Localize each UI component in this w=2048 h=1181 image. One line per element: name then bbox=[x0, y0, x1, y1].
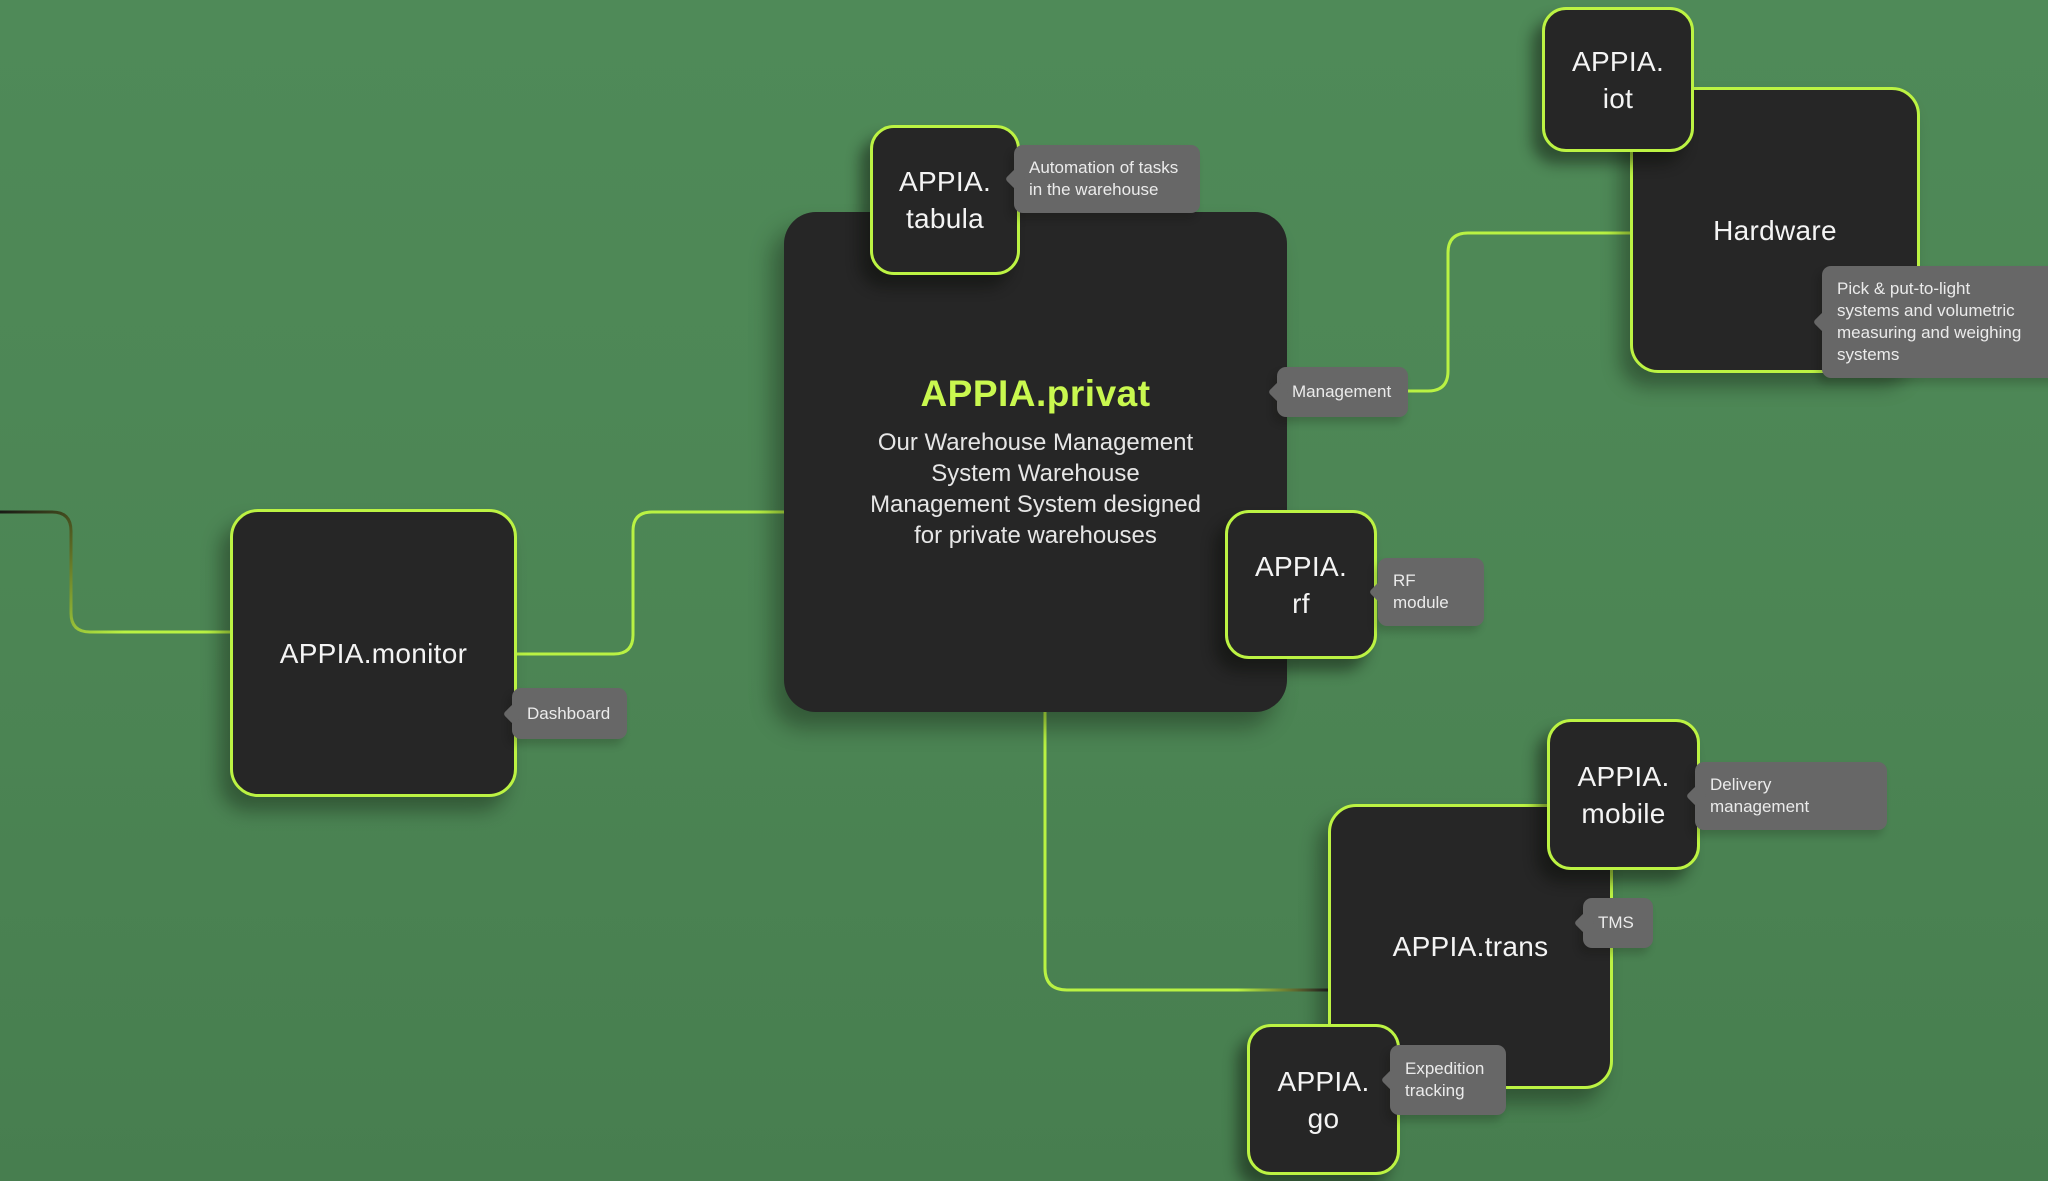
tag-text: Management bbox=[1292, 382, 1392, 401]
connector-monitor-to-privat bbox=[516, 510, 786, 656]
connector-privat-to-hardware bbox=[1287, 231, 1632, 393]
tag-text: Dashboard bbox=[527, 703, 611, 723]
tag-text: TMS bbox=[1598, 913, 1634, 932]
tag-delivery-management[interactable]: Delivery management bbox=[1685, 762, 1887, 830]
node-label: APPIA. iot bbox=[1571, 45, 1665, 114]
tag-text: RF module bbox=[1393, 571, 1449, 612]
tag-text: Automation of tasks in the warehouse bbox=[1029, 158, 1179, 199]
node-label: Hardware bbox=[1713, 214, 1837, 246]
node-appia-iot[interactable]: APPIA. iot bbox=[1542, 7, 1694, 152]
node-appia-monitor[interactable]: APPIA.monitor bbox=[230, 509, 517, 797]
central-node-description: Our Warehouse Management System Warehous… bbox=[870, 429, 1201, 549]
node-appia-go[interactable]: APPIA. go bbox=[1247, 1024, 1400, 1175]
tag-tms[interactable]: TMS bbox=[1573, 898, 1653, 948]
node-label: APPIA. rf bbox=[1254, 550, 1348, 619]
tag-rf-module[interactable]: RF module bbox=[1368, 558, 1484, 626]
node-appia-privat[interactable]: APPIA.privat Our Warehouse Management Sy… bbox=[784, 212, 1287, 712]
tag-text: Expedition tracking bbox=[1405, 1059, 1485, 1100]
node-label: APPIA. tabula bbox=[898, 166, 992, 234]
node-appia-rf[interactable]: APPIA. rf bbox=[1225, 510, 1377, 659]
tag-text: Pick & put-to-light systems and volumetr… bbox=[1837, 279, 2022, 364]
tag-management[interactable]: Management bbox=[1267, 367, 1408, 417]
tag-dashboard[interactable]: Dashboard bbox=[502, 688, 627, 739]
tag-expedition-tracking[interactable]: Expedition tracking bbox=[1380, 1045, 1506, 1115]
tag-pick-put-to-light[interactable]: Pick & put-to-light systems and volumetr… bbox=[1812, 266, 2048, 378]
node-label: APPIA.monitor bbox=[279, 637, 468, 669]
tag-automation-of-tasks[interactable]: Automation of tasks in the warehouse bbox=[1004, 145, 1200, 213]
node-label: APPIA. go bbox=[1277, 1065, 1370, 1134]
node-appia-tabula[interactable]: APPIA. tabula bbox=[870, 125, 1020, 275]
central-node-title: APPIA.privat bbox=[920, 373, 1151, 414]
node-label: APPIA. mobile bbox=[1577, 760, 1670, 829]
node-appia-mobile[interactable]: APPIA. mobile bbox=[1547, 719, 1700, 870]
tag-text: Delivery management bbox=[1710, 775, 1810, 816]
connector-offscreen-to-monitor bbox=[0, 510, 231, 634]
node-label: APPIA.trans bbox=[1392, 931, 1549, 962]
connector-privat-to-trans bbox=[1043, 711, 1329, 992]
